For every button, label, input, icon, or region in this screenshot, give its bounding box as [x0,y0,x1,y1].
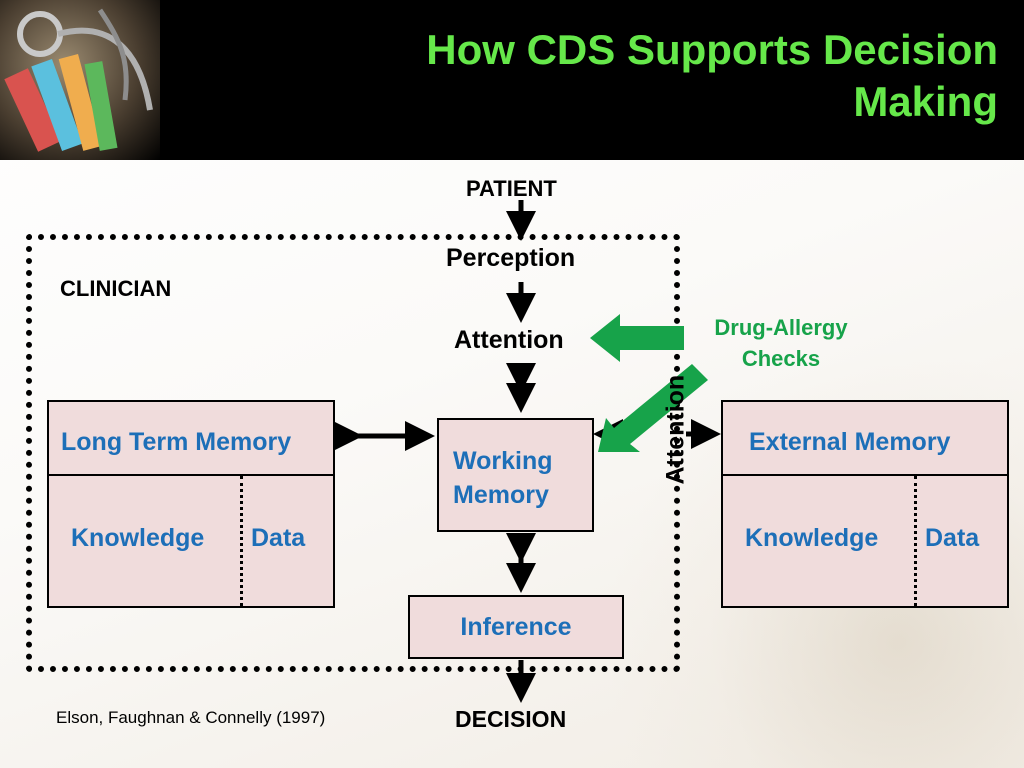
green-arrow-drug-allergy-attention [590,314,684,362]
green-arrow-drug-allergy-working-memory [598,364,708,452]
ext-knowledge-label: Knowledge [745,524,879,552]
stethoscope-illustration-icon [0,0,160,160]
clinician-label: CLINICIAN [60,276,172,301]
patient-label: PATIENT [466,176,557,201]
perception-label: Perception [446,244,576,272]
working-memory-box: Working Memory [437,418,594,532]
ltm-knowledge-label: Knowledge [71,524,205,552]
working-memory-label: Working Memory [453,447,553,509]
decision-label: DECISION [455,706,567,732]
ext-data-label: Data [925,524,980,552]
ext-dotted-divider [914,476,917,606]
long-term-memory-box: Long Term Memory Knowledge Data [47,400,335,608]
ltm-divider [49,474,333,476]
ltm-dotted-divider [240,476,243,606]
ext-divider [723,474,1007,476]
citation: Elson, Faughnan & Connelly (1997) [56,708,326,727]
header-bar: How CDS Supports Decision Making [0,0,1024,160]
page-title: How CDS Supports Decision Making [426,26,998,125]
long-term-memory-label: Long Term Memory [61,428,292,456]
attention-label: Attention [454,326,564,354]
inference-box: Inference [408,595,624,659]
attention-vertical-label: Attention [661,374,690,485]
ltm-data-label: Data [251,524,306,552]
external-memory-box: External Memory Knowledge Data [721,400,1009,608]
drug-allergy-checks-label: Drug-Allergy Checks [714,315,848,371]
clinician-boundary [26,234,680,672]
external-memory-label: External Memory [749,428,951,456]
inference-label: Inference [460,613,572,641]
